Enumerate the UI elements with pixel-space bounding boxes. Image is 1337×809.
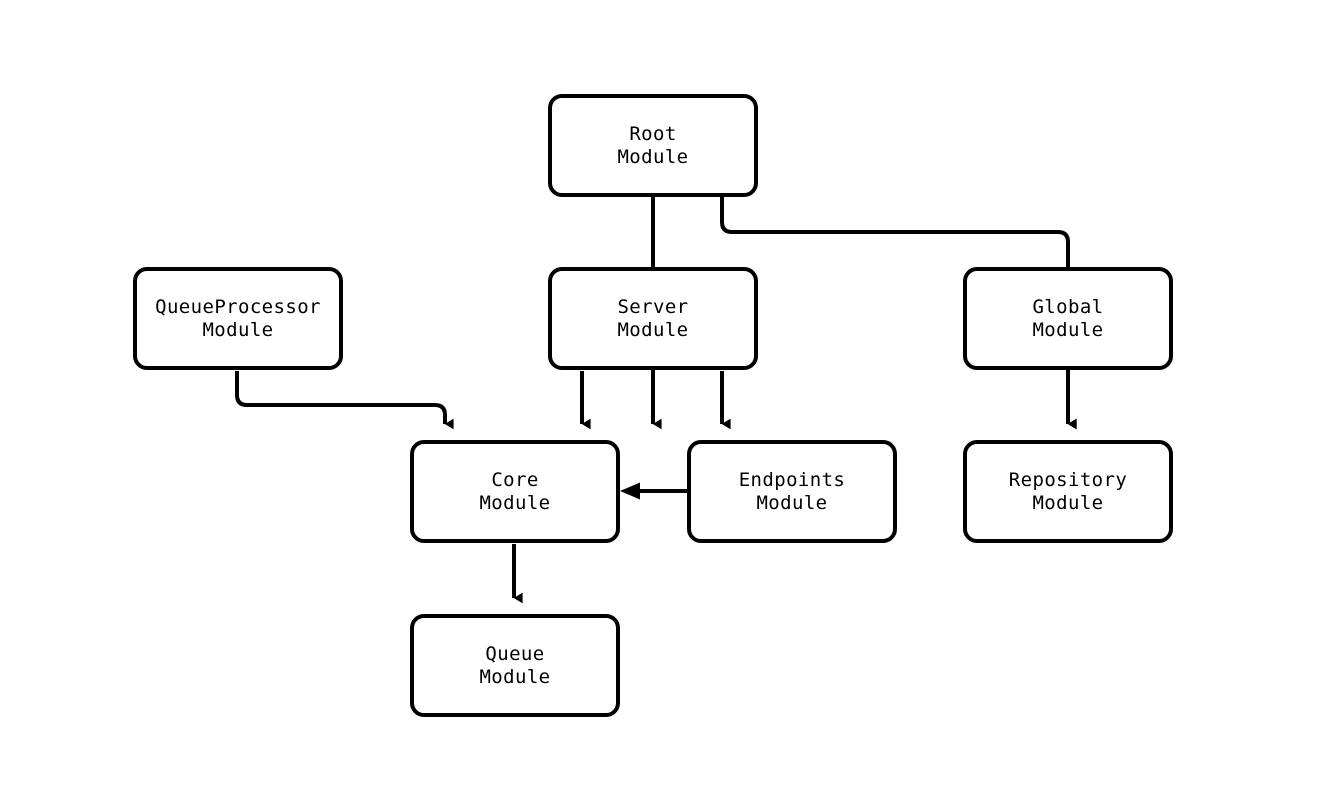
- node-endpoints[interactable]: Endpoints Module: [687, 440, 897, 543]
- node-repository[interactable]: Repository Module: [963, 440, 1173, 543]
- node-repository-label: Repository Module: [1008, 468, 1128, 514]
- node-endpoints-label: Endpoints Module: [738, 468, 846, 514]
- node-global[interactable]: Global Module: [963, 267, 1173, 370]
- node-queueprocessor[interactable]: QueueProcessor Module: [133, 267, 343, 370]
- edge-endpoints-to-core: [620, 482, 687, 500]
- node-global-label: Global Module: [1032, 295, 1104, 341]
- node-queueprocessor-label: QueueProcessor Module: [155, 295, 321, 341]
- node-queue-label: Queue Module: [479, 642, 551, 688]
- node-root[interactable]: Root Module: [548, 94, 758, 197]
- node-root-label: Root Module: [617, 122, 689, 168]
- node-core[interactable]: Core Module: [410, 440, 620, 543]
- edge-queueprocessor-to-core: [235, 371, 454, 430]
- node-server-label: Server Module: [617, 295, 689, 341]
- node-server[interactable]: Server Module: [548, 267, 758, 370]
- node-core-label: Core Module: [479, 468, 551, 514]
- edge-root-to-global: [720, 197, 1077, 430]
- node-queue[interactable]: Queue Module: [410, 614, 620, 717]
